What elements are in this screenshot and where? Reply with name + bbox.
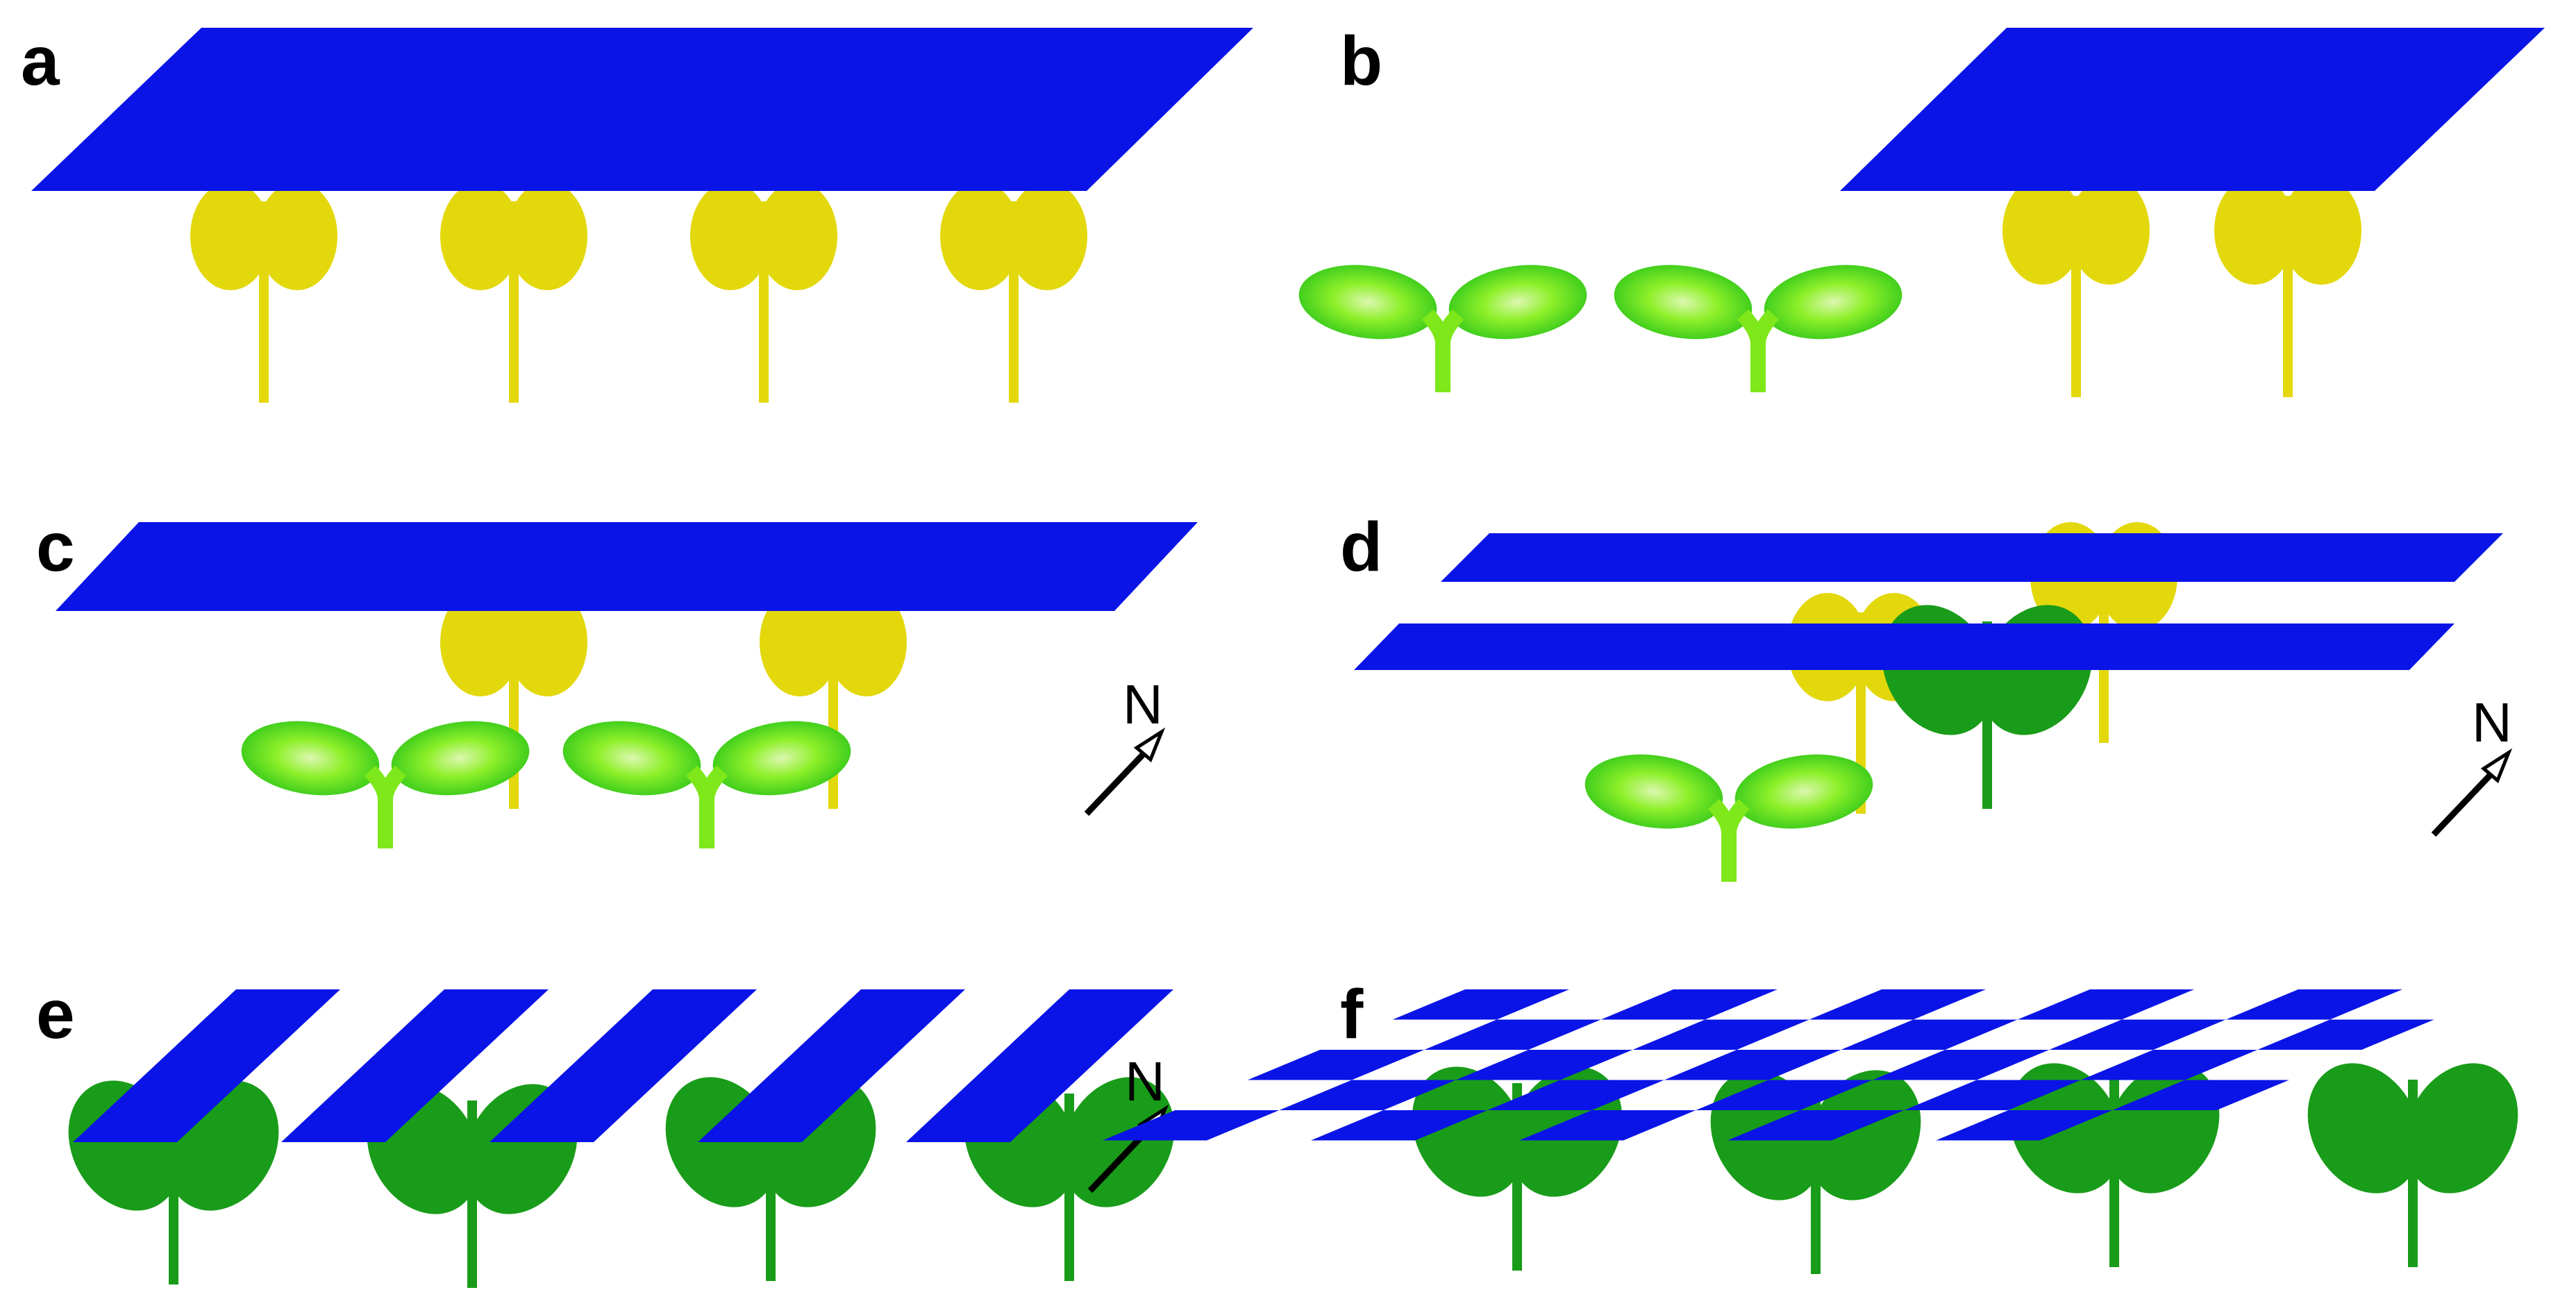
north-label: N xyxy=(1125,1050,1165,1112)
solar-panel-icon xyxy=(490,989,757,1142)
panel-label-c: c xyxy=(36,508,75,586)
solar-panel-icon xyxy=(31,28,1253,191)
solar-panel-tile xyxy=(1424,1019,1601,1050)
solar-panel-tile xyxy=(1664,1050,1841,1080)
solar-panel-tile xyxy=(2112,1080,2289,1110)
seedling-icon xyxy=(558,712,856,848)
north-arrow-icon: N xyxy=(2434,692,2512,835)
solar-panel-tile xyxy=(1279,1080,1456,1110)
panel-b: b xyxy=(1294,22,2545,397)
seedling-icon xyxy=(236,712,535,848)
yellow-plant-icon xyxy=(2214,176,2361,397)
solar-panel-icon xyxy=(56,522,1198,611)
solar-panel-icon xyxy=(1840,28,2545,191)
solar-panel-tile xyxy=(1696,1080,1873,1110)
panel-d: d N xyxy=(1340,508,2512,882)
solar-panel-tile xyxy=(1311,1110,1488,1141)
panel-c: c N xyxy=(36,508,1198,848)
solar-panel-tile xyxy=(1455,1050,1633,1080)
solar-panel-tile xyxy=(2049,1019,2226,1050)
solar-panel-tile xyxy=(2225,989,2402,1020)
solar-panel-tile xyxy=(1247,1050,1425,1080)
solar-panel-tile xyxy=(1809,989,1986,1020)
solar-panel-tile xyxy=(1936,1110,2113,1141)
panel-label-b: b xyxy=(1340,22,1382,100)
seedling-icon xyxy=(1294,256,1592,392)
solar-panel-tile xyxy=(2017,989,2194,1020)
green-plant-icon xyxy=(2285,1043,2541,1267)
solar-panel-tile xyxy=(1519,1110,1696,1141)
solar-panel-icon xyxy=(281,989,549,1142)
solar-panel-tile xyxy=(1728,1110,1905,1141)
solar-panel-tile xyxy=(1103,1110,1280,1141)
panel-label-a: a xyxy=(21,22,60,100)
solar-panel-tile xyxy=(1392,989,1569,1020)
solar-panel-tile xyxy=(1632,1019,1809,1050)
green-plant-icon xyxy=(1859,585,2115,809)
solar-panel-icon xyxy=(1354,623,2454,670)
solar-panel-tile xyxy=(1600,989,1778,1020)
solar-panel-icon xyxy=(698,989,965,1142)
yellow-plant-icon xyxy=(190,182,337,403)
seedling-icon xyxy=(1580,746,1878,882)
panel-label-d: d xyxy=(1340,508,1382,586)
panel-a: a xyxy=(21,22,1253,403)
solar-panel-tile xyxy=(1872,1050,2050,1080)
solar-panel-tile xyxy=(2080,1050,2258,1080)
north-label: N xyxy=(1123,673,1163,735)
solar-panel-icon xyxy=(73,989,340,1142)
panel-f: f xyxy=(1103,976,2541,1274)
yellow-plant-icon xyxy=(690,182,837,403)
north-label: N xyxy=(2472,692,2512,753)
yellow-plant-icon xyxy=(440,182,587,403)
solar-panel-tile xyxy=(2257,1019,2434,1050)
north-arrow-icon: N xyxy=(1087,673,1163,814)
solar-panel-tile xyxy=(1904,1080,2081,1110)
solar-panel-icon xyxy=(906,989,1173,1142)
panel-label-e: e xyxy=(36,976,75,1053)
panel-e: e N xyxy=(36,976,1197,1288)
panel-label-f: f xyxy=(1340,976,1364,1053)
yellow-plant-icon xyxy=(2002,176,2150,397)
yellow-plant-icon xyxy=(940,182,1087,403)
solar-panel-tile xyxy=(1841,1019,2018,1050)
seedling-icon xyxy=(1609,256,1907,392)
solar-panel-tile xyxy=(1487,1080,1664,1110)
checkerboard-solar-array xyxy=(1103,989,2434,1141)
solar-panel-icon xyxy=(1441,533,2503,582)
north-arrow-icon: N xyxy=(1090,1050,1165,1191)
